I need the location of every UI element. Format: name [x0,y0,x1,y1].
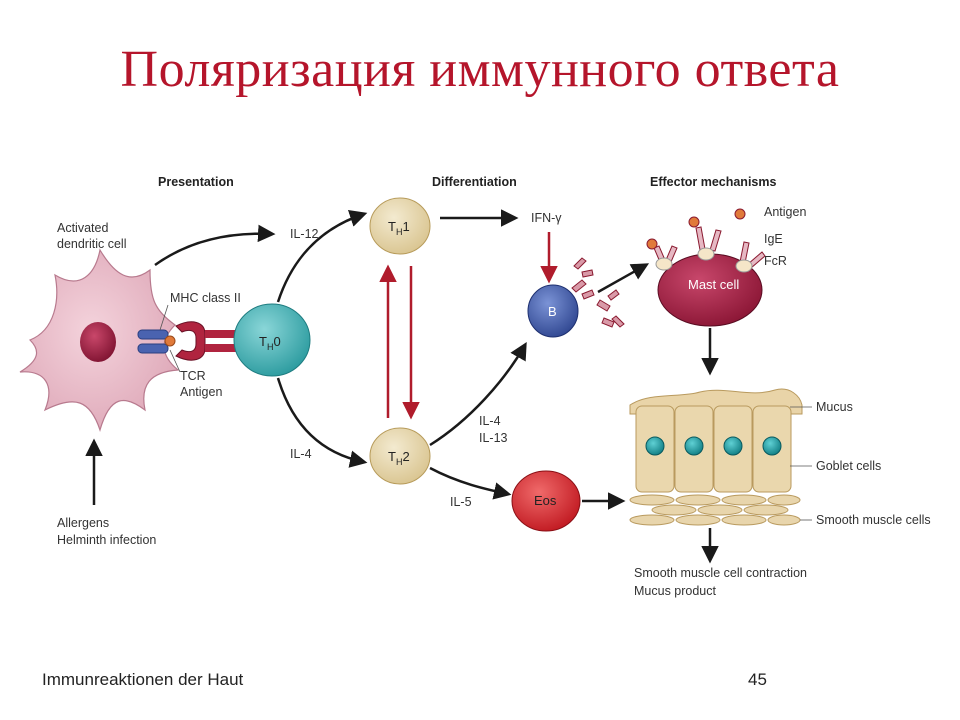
ige-receptors [646,208,766,273]
label-th1: TH1 [388,219,410,237]
label-antigen-tcr: Antigen [180,385,222,399]
epithelium-tissue [629,388,803,526]
eos-cell [511,470,581,532]
label-il5: IL-5 [450,495,472,509]
label-fcr: FcR [764,254,787,268]
label-outcome2: Mucus product [634,584,717,598]
arrow-th2-eos [429,466,512,500]
label-antigen-effector: Antigen [764,205,806,219]
label-il4-right: IL-4 [479,414,501,428]
label-ifn: IFN-γ [531,211,562,225]
page-title: Поляризация иммунного ответа [120,41,840,98]
label-il4-left: IL-4 [290,447,312,461]
label-goblet: Goblet cells [816,459,881,473]
label-dc-line2: dendritic cell [57,237,126,251]
header-presentation: Presentation [158,175,234,189]
arrow-th0-th1 [276,210,368,303]
label-mucus: Mucus [816,400,853,414]
label-tcr: TCR [180,369,206,383]
label-mast: Mast cell [688,277,739,292]
mhc-tcr-complex [137,321,250,361]
th2-cell [369,427,431,485]
label-outcome1: Smooth muscle cell contraction [634,566,807,580]
label-eos: Eos [534,493,557,508]
page-number: 45 [748,670,767,689]
arrow-th0-th2 [276,377,368,468]
label-il13: IL-13 [479,431,508,445]
th0-cell [233,303,311,377]
header-effector: Effector mechanisms [650,175,776,189]
th1-cell [369,197,431,255]
arrow-dc-il12 [154,224,276,267]
label-ige: IgE [764,232,783,246]
antibody-icons [571,257,625,328]
leader-mhc [159,304,169,331]
label-allergens: Allergens [57,516,109,530]
label-helminth: Helminth infection [57,533,156,547]
leader-tcr [169,349,181,373]
footer-text: Immunreaktionen der Haut [42,670,244,689]
label-th0: TH0 [259,334,281,352]
b-cell [527,284,579,338]
label-smooth: Smooth muscle cells [816,513,931,527]
header-differentiation: Differentiation [432,175,517,189]
label-mhc: MHC class II [170,291,241,305]
arrow-th2-b [429,341,527,447]
label-dc-line1: Activated [57,221,108,235]
arrow-b-mast [597,263,650,294]
label-th2: TH2 [388,449,410,467]
label-il12: IL-12 [290,227,319,241]
label-b: B [548,304,557,319]
dendritic-cell [19,248,180,433]
